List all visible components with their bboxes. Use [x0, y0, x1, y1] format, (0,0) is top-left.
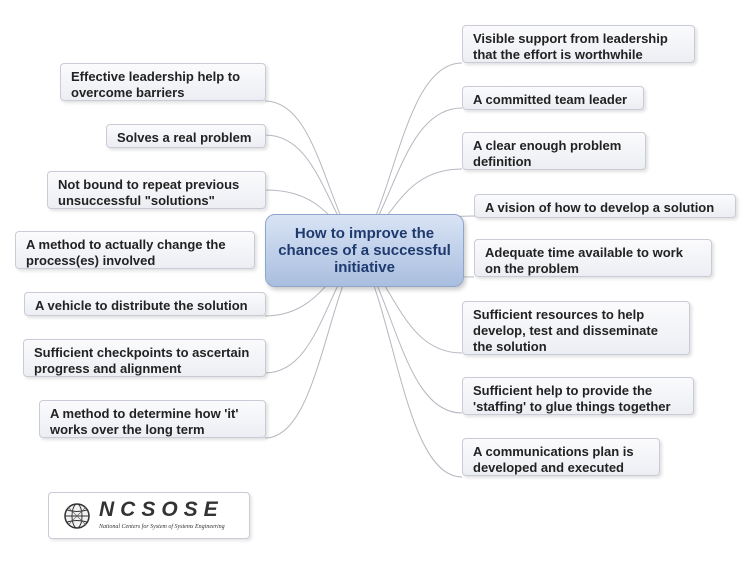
topic-label: A communications plan is developed and e…	[473, 444, 634, 475]
topic-label: Not bound to repeat previous unsuccessfu…	[58, 177, 240, 208]
topic-label: Effective leadership help to overcome ba…	[71, 69, 241, 100]
topic-sufficient-checkpoints[interactable]: Sufficient checkpoints to ascertain prog…	[23, 339, 266, 377]
topic-committed-team-leader[interactable]: A committed team leader	[462, 86, 644, 110]
topic-label: A clear enough problem definition	[473, 138, 622, 169]
topic-label: Adequate time available to work on the p…	[485, 245, 683, 276]
topic-visible-support[interactable]: Visible support from leadership that the…	[462, 25, 695, 63]
ncsose-logo: NCSOSE National Centers for System of Sy…	[48, 492, 250, 539]
topic-vision-to-develop[interactable]: A vision of how to develop a solution	[474, 194, 736, 218]
topic-label: Sufficient checkpoints to ascertain prog…	[34, 345, 250, 376]
topic-method-to-determine[interactable]: A method to determine how 'it' works ove…	[39, 400, 266, 438]
globe-icon	[64, 503, 90, 529]
topic-method-to-change-process[interactable]: A method to actually change the process(…	[15, 231, 255, 269]
central-topic[interactable]: How to improve the chances of a successf…	[265, 214, 464, 287]
topic-label: A method to actually change the process(…	[26, 237, 226, 268]
topic-label: Visible support from leadership that the…	[473, 31, 668, 62]
topic-vehicle-to-distribute[interactable]: A vehicle to distribute the solution	[24, 292, 266, 316]
topic-label: A committed team leader	[473, 92, 628, 107]
topic-sufficient-resources[interactable]: Sufficient resources to help develop, te…	[462, 301, 690, 355]
topic-communications-plan[interactable]: A communications plan is developed and e…	[462, 438, 660, 476]
topic-label: A method to determine how 'it' works ove…	[50, 406, 239, 437]
topic-sufficient-help-staffing[interactable]: Sufficient help to provide the 'staffing…	[462, 377, 694, 415]
topic-adequate-time[interactable]: Adequate time available to work on the p…	[474, 239, 712, 277]
logo-subtitle: National Centers for System of Systems E…	[99, 524, 225, 530]
topic-solves-real-problem[interactable]: Solves a real problem	[106, 124, 266, 148]
central-topic-label: How to improve the chances of a successf…	[278, 225, 451, 276]
logo-wordmark: NCSOSE	[99, 498, 224, 521]
topic-label: A vision of how to develop a solution	[485, 200, 715, 215]
topic-label: Solves a real problem	[117, 130, 252, 145]
topic-label: A vehicle to distribute the solution	[35, 298, 248, 313]
topic-label: Sufficient help to provide the 'staffing…	[473, 383, 671, 414]
topic-effective-leadership[interactable]: Effective leadership help to overcome ba…	[60, 63, 266, 101]
topic-not-bound-to-repeat[interactable]: Not bound to repeat previous unsuccessfu…	[47, 171, 266, 209]
topic-label: Sufficient resources to help develop, te…	[473, 307, 658, 354]
topic-clear-problem-definition[interactable]: A clear enough problem definition	[462, 132, 646, 170]
